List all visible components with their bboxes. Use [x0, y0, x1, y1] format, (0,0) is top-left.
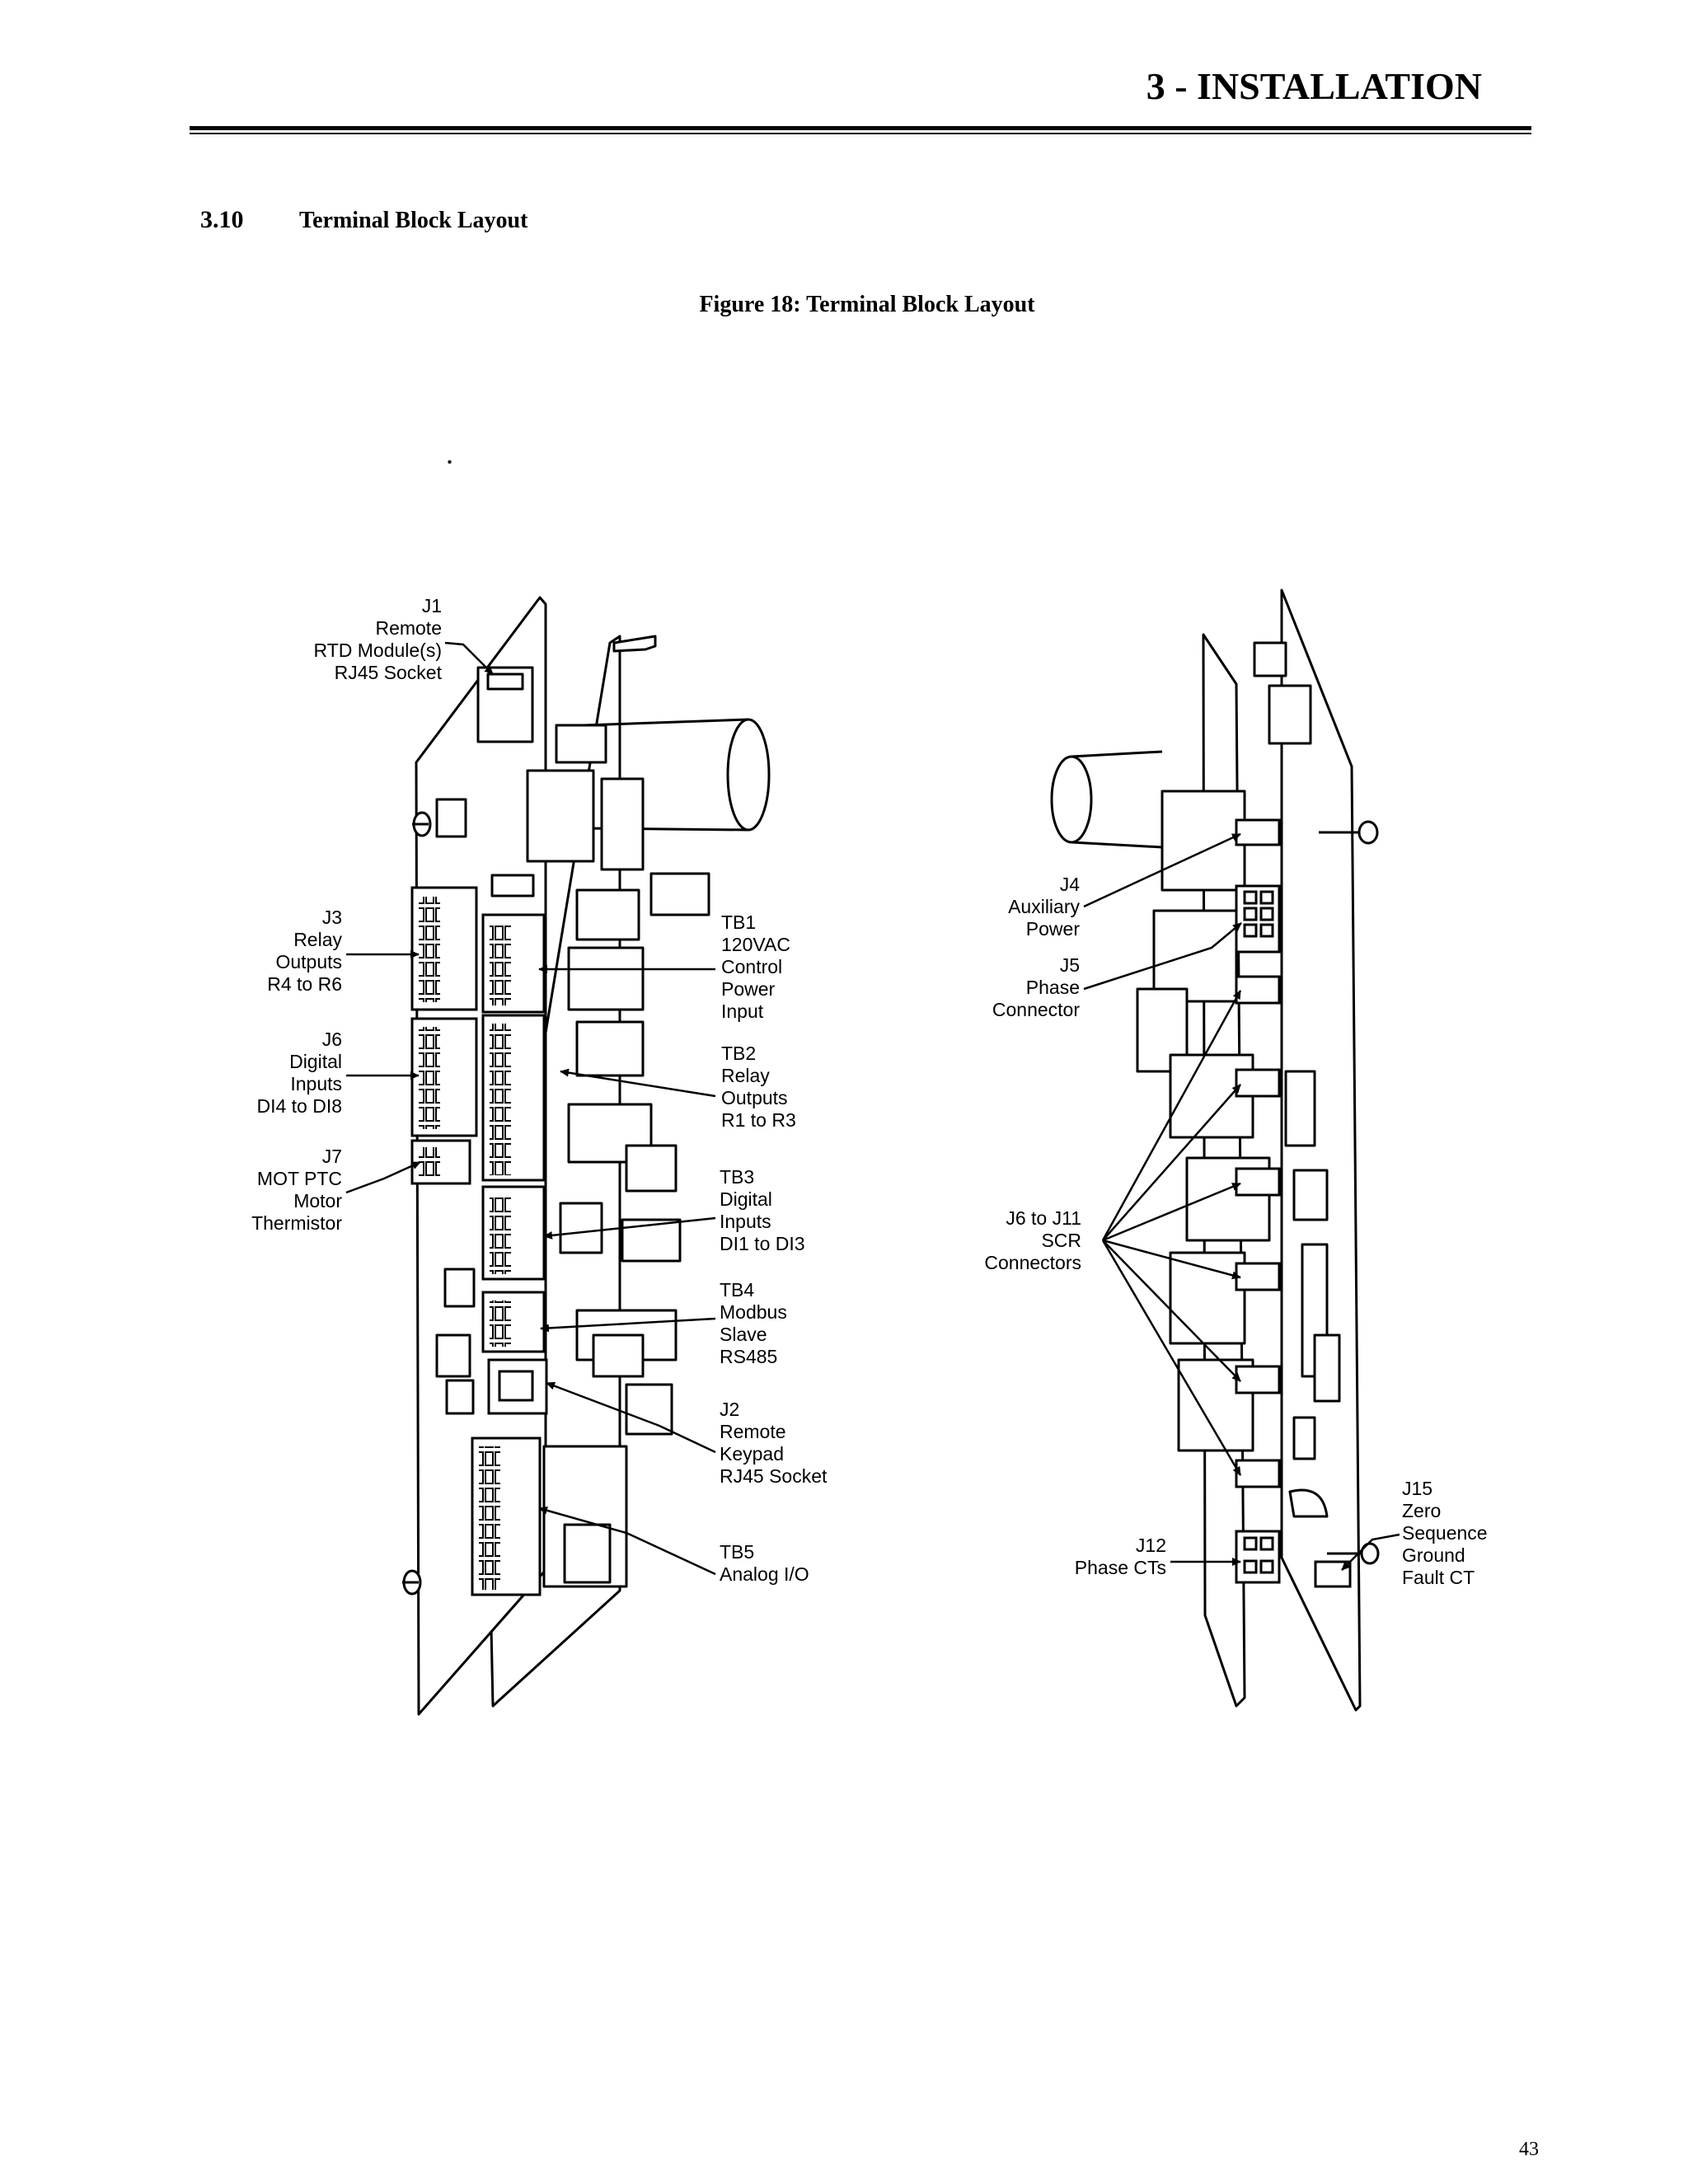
right-leaders: [1083, 832, 1400, 1571]
header-rule-thin: [190, 133, 1531, 134]
left-leaders: [345, 641, 716, 1576]
figure-caption: Figure 18: Terminal Block Layout: [699, 292, 1035, 317]
scr-connector-1: [1235, 975, 1281, 1005]
right-back-board: [1280, 588, 1362, 1712]
scr-connector-3: [1235, 1167, 1281, 1197]
scr-connector-6: [1235, 1459, 1281, 1488]
scr-connector-4: [1235, 1262, 1281, 1291]
page-number: 43: [1519, 2139, 1539, 2160]
right-board-assembly: [1050, 588, 1380, 1712]
j4-connector: [1235, 818, 1281, 846]
section-title: Terminal Block Layout: [299, 208, 528, 233]
left-terminal-strips: [410, 886, 548, 1596]
chapter-title: 3 - INSTALLATION: [1146, 65, 1482, 107]
header-rule: [190, 126, 1531, 130]
right-connectors: [1235, 818, 1352, 1588]
scr-connector-2: [1235, 1068, 1281, 1098]
j15-connector: [1314, 1560, 1352, 1588]
section-number: 3.10: [200, 206, 244, 233]
scr-connector-5: [1235, 1365, 1281, 1394]
right-capacitor: [1050, 755, 1093, 844]
capacitor: [726, 718, 771, 832]
